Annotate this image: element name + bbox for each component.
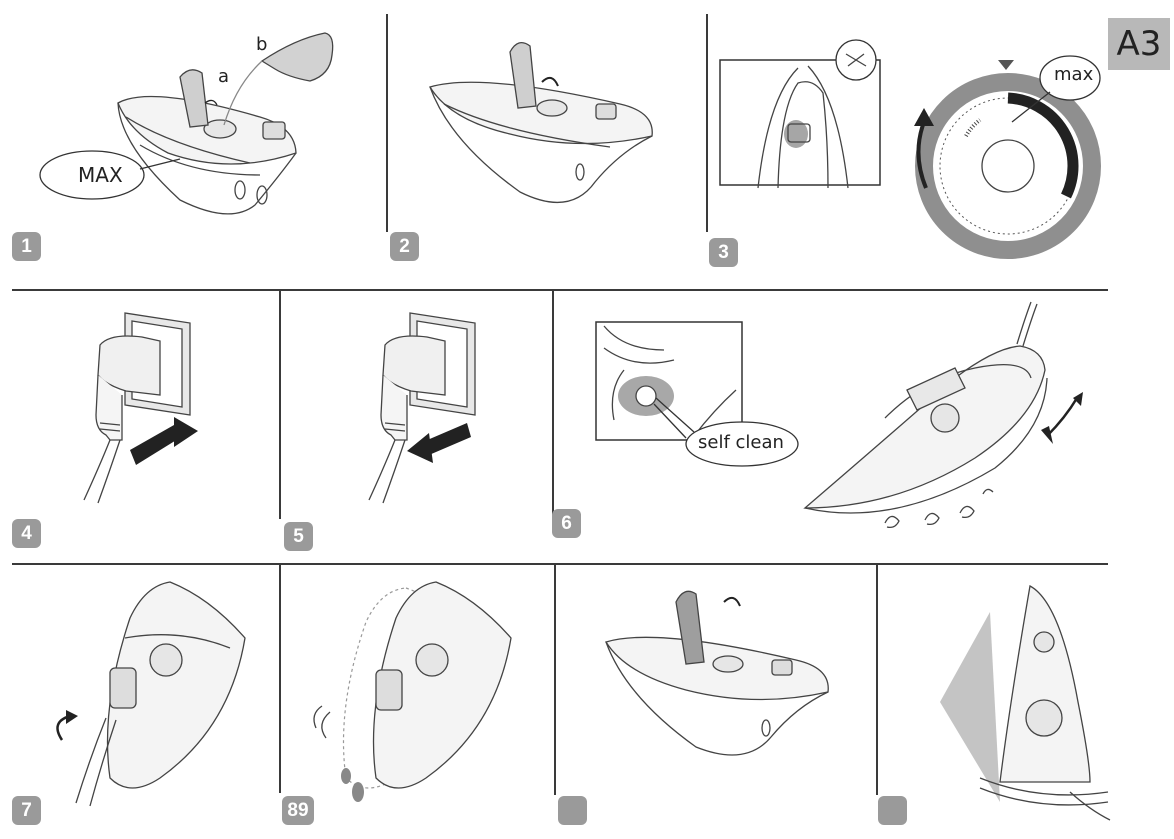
col-divider-r3-b bbox=[554, 563, 556, 795]
col-divider-r3-a bbox=[279, 563, 281, 793]
temperature-dial-icon bbox=[914, 58, 1105, 263]
self-clean-label: self clean bbox=[698, 432, 784, 453]
self-clean-inset bbox=[594, 320, 804, 470]
step-1-illustration bbox=[30, 25, 380, 235]
col-divider-r2-b bbox=[552, 289, 554, 519]
step-badge-11 bbox=[878, 796, 907, 825]
hand-wave-icon bbox=[885, 489, 993, 527]
label-b: b bbox=[256, 34, 268, 55]
max-label: MAX bbox=[78, 163, 123, 187]
step-badge-3: 3 bbox=[709, 238, 738, 267]
page-tag: A3 bbox=[1108, 18, 1170, 70]
step-badge-1: 1 bbox=[12, 232, 41, 261]
col-divider-r1-a bbox=[386, 14, 388, 232]
step-3-inset bbox=[718, 38, 884, 188]
step-7-illustration bbox=[40, 578, 260, 808]
iron-shaking-illustration bbox=[795, 298, 1083, 538]
power-plug-unplug-icon bbox=[355, 305, 495, 505]
step-badge-4: 4 bbox=[12, 519, 41, 548]
col-divider-r3-c bbox=[876, 563, 878, 795]
dial-max-label: max bbox=[1054, 64, 1094, 85]
row-divider-1 bbox=[12, 289, 1108, 291]
step-badge-5: 5 bbox=[284, 522, 313, 551]
step-2-illustration bbox=[420, 32, 670, 217]
row-divider-2 bbox=[12, 563, 1108, 565]
iron-heel-rest-icon bbox=[940, 582, 1110, 822]
step-badge-2: 2 bbox=[390, 232, 419, 261]
power-plug-icon bbox=[70, 305, 198, 505]
step-badge-89: 89 bbox=[282, 796, 314, 825]
step-89-illustration bbox=[296, 578, 526, 802]
col-divider-r2-a bbox=[279, 289, 281, 519]
label-a: a bbox=[218, 66, 230, 87]
col-divider-r1-b bbox=[706, 14, 708, 232]
step-10-illustration bbox=[596, 582, 846, 762]
step-badge-6: 6 bbox=[552, 509, 581, 538]
step-badge-10 bbox=[558, 796, 587, 825]
step-badge-7: 7 bbox=[12, 796, 41, 825]
